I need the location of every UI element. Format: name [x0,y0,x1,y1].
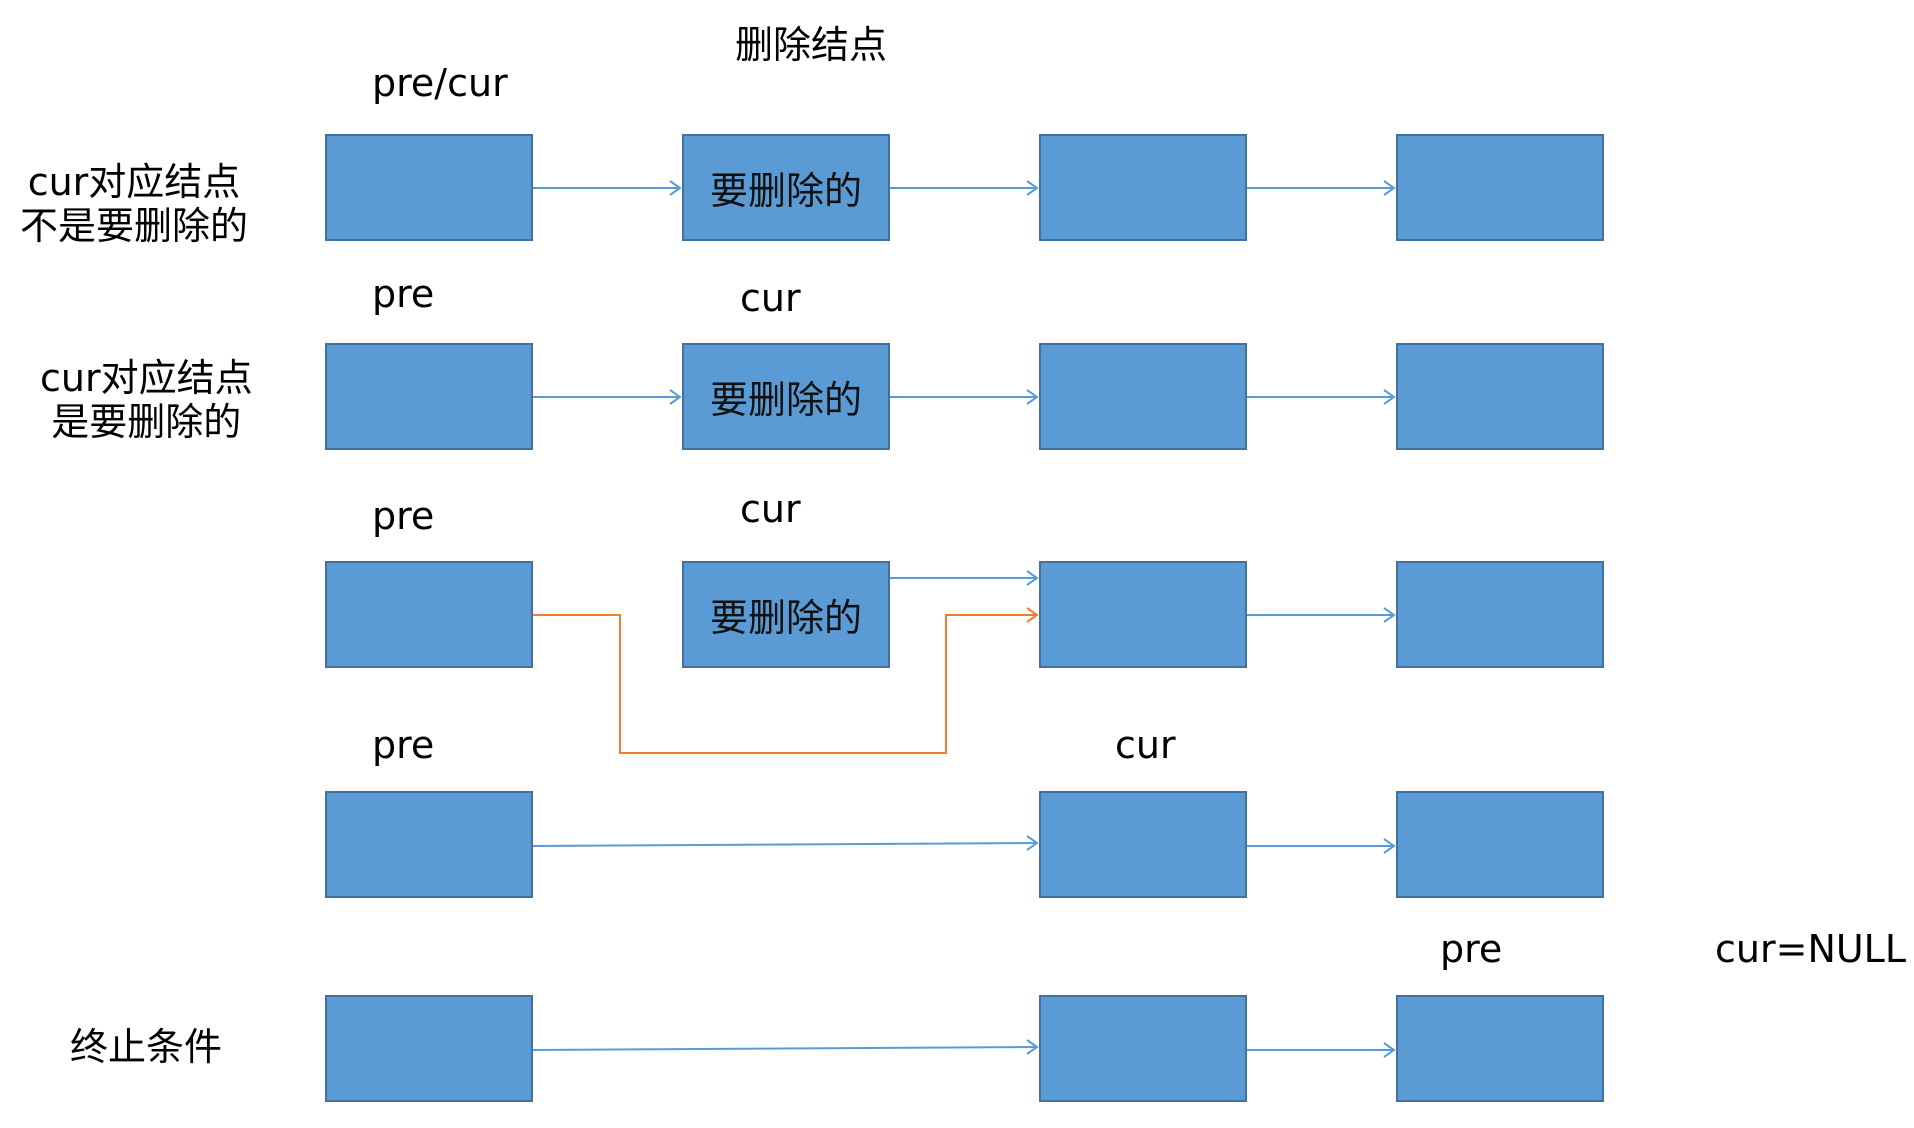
row3-relink-arrowhead [1026,607,1039,623]
row5-node-1 [325,995,533,1102]
row1-side-line2: 不是要删除的 [20,204,249,248]
row1-arrowhead-1 [669,180,682,196]
row2-cur-label: cur [740,276,801,320]
row1-pre-cur-label: pre/cur [372,61,508,105]
row3-node-2-text: 要删除的 [709,596,862,640]
row1-node-2: 要删除的 [682,134,890,241]
row4-cur-label: cur [1115,723,1176,767]
row5-side-label: 终止条件 [70,1025,222,1069]
row1-arrowhead-3 [1383,180,1396,196]
row1-node-3 [1039,134,1247,241]
row3-cur-label: cur [740,487,801,531]
row5-cur-null-label: cur=NULL [1715,927,1907,971]
row5-arrowhead-1 [1026,1039,1039,1055]
row4-node-3 [1039,791,1247,898]
row5-node-4 [1396,995,1604,1102]
row5-arrow-1 [532,1046,1038,1051]
row5-node-3 [1039,995,1247,1102]
row2-node-2-text: 要删除的 [709,378,862,422]
row1-side-label: cur对应结点 不是要删除的 [20,160,248,248]
row4-arrow-1 [532,842,1038,847]
diagram-title: 删除结点 [735,23,888,67]
row2-node-2: 要删除的 [682,343,890,450]
row3-node-1 [325,561,533,668]
row2-node-4 [1396,343,1604,450]
row3-node-4 [1396,561,1604,668]
row2-side-line2: 是要删除的 [51,400,242,444]
row4-pre-label: pre [372,723,435,767]
row2-arrowhead-1 [669,389,682,405]
row2-side-line1: cur对应结点 [40,356,253,400]
row3-arrowhead-3 [1383,607,1396,623]
row2-pre-label: pre [372,272,435,316]
row2-arrowhead-3 [1383,389,1396,405]
row5-arrowhead-2 [1383,1042,1396,1058]
row4-node-4 [1396,791,1604,898]
row3-arrowhead-deleted-to-next [1026,570,1039,586]
row4-arrowhead-1 [1026,835,1039,851]
row3-node-2: 要删除的 [682,561,890,668]
row3-node-3 [1039,561,1247,668]
row5-pre-label: pre [1440,927,1503,971]
row4-arrowhead-2 [1383,838,1396,854]
row1-side-line1: cur对应结点 [27,160,241,204]
row2-side-label: cur对应结点 是要删除的 [40,356,253,444]
row3-pre-label: pre [372,494,435,538]
row1-arrowhead-2 [1026,180,1039,196]
row4-node-1 [325,791,533,898]
row2-arrowhead-2 [1026,389,1039,405]
row5-side-line1: 终止条件 [70,1025,223,1069]
row2-node-1 [325,343,533,450]
row2-node-3 [1039,343,1247,450]
row1-node-1 [325,134,533,241]
row1-node-4 [1396,134,1604,241]
row1-node-2-text: 要删除的 [709,169,862,213]
